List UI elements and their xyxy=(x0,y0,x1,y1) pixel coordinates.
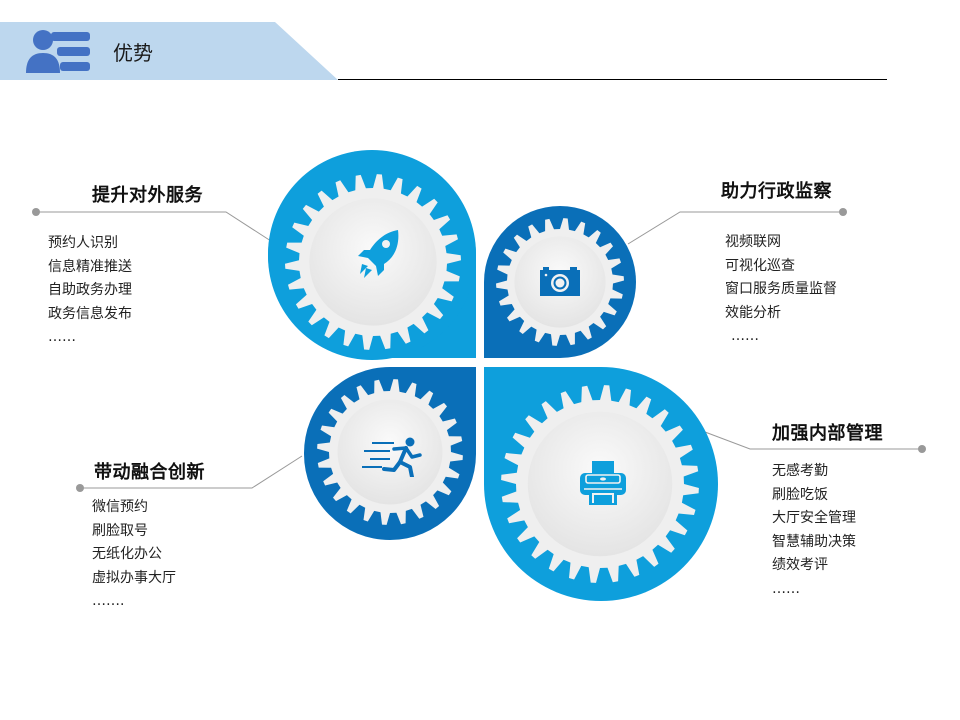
block-list-top-right: 视频联网 可视化巡查 窗口服务质量监督 效能分析 …… xyxy=(725,231,837,349)
list-item: …… xyxy=(48,329,76,345)
list-item: ……. xyxy=(92,593,125,609)
block-list-bottom-right: 无感考勤 刷脸吃饭 大厅安全管理 智慧辅助决策 绩效考评 …… xyxy=(772,460,856,601)
list-item: 微信预约 xyxy=(92,499,148,515)
rocket-icon xyxy=(354,228,402,280)
list-item: 无感考勤 xyxy=(772,463,828,479)
list-item: 大厅安全管理 xyxy=(772,510,856,526)
user-list-icon xyxy=(24,27,92,75)
connector-lines xyxy=(36,211,922,489)
list-item: 视频联网 xyxy=(725,234,781,250)
list-item: 信息精准推送 xyxy=(48,258,132,275)
list-item: …… xyxy=(772,580,800,597)
list-item: 智慧辅助决策 xyxy=(772,533,856,550)
block-title-bottom-right: 加强内部管理 xyxy=(772,423,883,444)
block-list-bottom-left: 微信预约 刷脸取号 无纸化办公 虚拟办事大厅 ……. xyxy=(92,496,176,614)
list-item: 效能分析 xyxy=(725,304,781,321)
printer-icon xyxy=(580,461,626,505)
list-item: 无纸化办公 xyxy=(92,546,162,562)
list-item: 虚拟办事大厅 xyxy=(92,569,176,586)
list-item: 刷脸吃饭 xyxy=(772,486,828,503)
list-item: 政务信息发布 xyxy=(48,305,132,322)
list-item: 预约人识别 xyxy=(48,235,118,251)
block-title-top-left: 提升对外服务 xyxy=(92,185,203,206)
running-man-icon xyxy=(360,437,422,479)
block-title-top-right: 助力行政监察 xyxy=(721,181,832,202)
camera-icon xyxy=(540,266,580,296)
list-item: 绩效考评 xyxy=(772,557,828,573)
header-divider xyxy=(338,79,887,80)
list-item: 刷脸取号 xyxy=(92,522,148,539)
list-item: 自助政务办理 xyxy=(48,282,132,298)
block-title-bottom-left: 带动融合创新 xyxy=(94,462,205,483)
list-item: 可视化巡查 xyxy=(725,257,795,274)
list-item: …… xyxy=(731,328,759,344)
list-item: 窗口服务质量监督 xyxy=(725,281,837,297)
block-list-top-left: 预约人识别 信息精准推送 自助政务办理 政务信息发布 …… xyxy=(48,232,132,350)
page-title: 优势 xyxy=(113,41,153,65)
